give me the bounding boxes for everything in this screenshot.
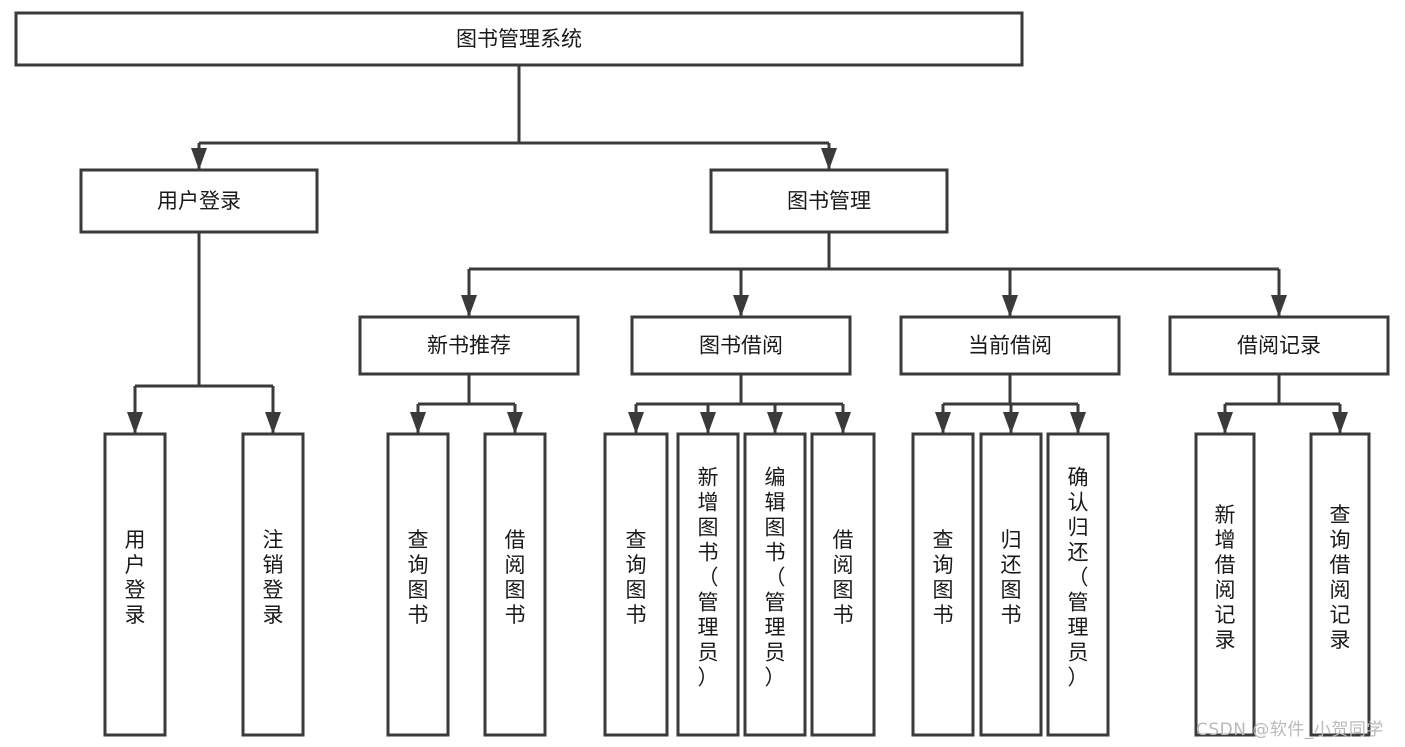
- node-box-query-book-2[interactable]: [603, 432, 669, 737]
- arrow-icon-borrow-record: [1271, 295, 1287, 317]
- node-box-user-login[interactable]: [79, 168, 319, 234]
- node-label-user-login: 用户登录: [157, 189, 241, 213]
- node-label-user-login-do: 用户登录: [125, 528, 146, 627]
- arrow-icon-book-manage: [821, 148, 837, 170]
- arrow-icon-borrow-book-1: [507, 412, 523, 434]
- arrow-icon-query-book-2: [628, 412, 644, 434]
- node-new-book-recommend[interactable]: 新书推荐: [358, 315, 580, 376]
- node-box-borrow-book-2[interactable]: [810, 432, 876, 737]
- node-return-book[interactable]: 归还图书: [979, 432, 1043, 737]
- arrow-icon-current-borrow: [1002, 295, 1018, 317]
- node-confirm-return-admin[interactable]: 确认归还（管理员）: [1046, 432, 1110, 737]
- node-query-book-2[interactable]: 查询图书: [603, 432, 669, 737]
- node-box-user-logout[interactable]: [241, 432, 305, 737]
- arrow-icon-user-login-do: [127, 412, 143, 434]
- node-query-book-1[interactable]: 查询图书: [386, 432, 450, 737]
- node-root[interactable]: 图书管理系统: [14, 11, 1024, 67]
- node-borrow-book-2[interactable]: 借阅图书: [810, 432, 876, 737]
- arrow-icon-return-book: [1003, 412, 1019, 434]
- node-box-root[interactable]: [14, 11, 1024, 67]
- node-label-borrow-book-2: 借阅图书: [833, 528, 854, 627]
- node-box-user-login-do[interactable]: [103, 432, 167, 737]
- node-label-query-book-1: 查询图书: [408, 528, 429, 627]
- node-box-book-manage[interactable]: [709, 168, 949, 234]
- node-label-edit-book-admin: 编辑图书（管理员）: [765, 466, 786, 690]
- node-label-book-manage: 图书管理: [787, 189, 871, 213]
- node-box-query-borrow-record[interactable]: [1309, 432, 1371, 737]
- node-label-add-borrow-record: 新增借阅记录: [1215, 503, 1236, 652]
- node-book-manage[interactable]: 图书管理: [709, 168, 949, 234]
- node-label-add-book-admin: 新增图书（管理员）: [698, 466, 719, 690]
- arrow-icon-borrow-book-2: [835, 412, 851, 434]
- node-box-borrow-book-1[interactable]: [483, 432, 547, 737]
- connector-layer: [127, 65, 1348, 434]
- node-label-confirm-return-admin: 确认归还（管理员）: [1068, 466, 1089, 690]
- node-user-login-do[interactable]: 用户登录: [103, 432, 167, 737]
- arrow-icon-query-book-1: [410, 412, 426, 434]
- node-label-query-book-2: 查询图书: [626, 528, 647, 627]
- node-layer: 用户登录用户登录注销登录查询图书借阅图书查询图书新增图书（管理员）编辑图书（管理…: [14, 11, 1390, 737]
- arrow-icon-user-logout: [265, 412, 281, 434]
- node-box-add-borrow-record[interactable]: [1194, 432, 1256, 737]
- node-label-root: 图书管理系统: [456, 27, 582, 51]
- node-box-return-book[interactable]: [979, 432, 1043, 737]
- node-box-edit-book-admin[interactable]: [743, 432, 807, 737]
- node-add-borrow-record[interactable]: 新增借阅记录: [1194, 432, 1256, 737]
- arrow-icon-new-book-recommend: [461, 295, 477, 317]
- node-book-borrow[interactable]: 图书借阅: [630, 315, 852, 376]
- arrow-icon-book-borrow: [733, 295, 749, 317]
- node-box-add-book-admin[interactable]: [676, 432, 740, 737]
- arrow-icon-edit-book-admin: [767, 412, 783, 434]
- node-borrow-book-1[interactable]: 借阅图书: [483, 432, 547, 737]
- arrow-icon-confirm-return-admin: [1070, 412, 1086, 434]
- node-query-borrow-record[interactable]: 查询借阅记录: [1309, 432, 1371, 737]
- node-label-book-borrow: 图书借阅: [699, 334, 783, 358]
- node-label-query-book-3: 查询图书: [933, 528, 954, 627]
- node-user-logout[interactable]: 注销登录: [241, 432, 305, 737]
- node-label-current-borrow: 当前借阅: [968, 334, 1052, 358]
- arrow-icon-query-borrow-record: [1332, 412, 1348, 434]
- node-box-borrow-record[interactable]: [1168, 315, 1390, 376]
- node-box-book-borrow[interactable]: [630, 315, 852, 376]
- node-borrow-record[interactable]: 借阅记录: [1168, 315, 1390, 376]
- node-user-login[interactable]: 用户登录: [79, 168, 319, 234]
- node-label-borrow-book-1: 借阅图书: [505, 528, 526, 627]
- node-label-new-book-recommend: 新书推荐: [427, 334, 511, 358]
- node-box-current-borrow[interactable]: [899, 315, 1121, 376]
- arrow-icon-query-book-3: [935, 412, 951, 434]
- node-current-borrow[interactable]: 当前借阅: [899, 315, 1121, 376]
- node-box-confirm-return-admin[interactable]: [1046, 432, 1110, 737]
- arrow-icon-user-login: [191, 148, 207, 170]
- node-label-query-borrow-record: 查询借阅记录: [1330, 503, 1351, 652]
- node-box-new-book-recommend[interactable]: [358, 315, 580, 376]
- arrow-icon-add-book-admin: [700, 412, 716, 434]
- node-label-user-logout: 注销登录: [263, 528, 284, 627]
- node-box-query-book-3[interactable]: [911, 432, 975, 737]
- node-box-query-book-1[interactable]: [386, 432, 450, 737]
- node-label-borrow-record: 借阅记录: [1237, 334, 1321, 358]
- node-label-return-book: 归还图书: [1001, 528, 1022, 627]
- arrow-icon-add-borrow-record: [1217, 412, 1233, 434]
- node-edit-book-admin[interactable]: 编辑图书（管理员）: [743, 432, 807, 737]
- node-query-book-3[interactable]: 查询图书: [911, 432, 975, 737]
- node-add-book-admin[interactable]: 新增图书（管理员）: [676, 432, 740, 737]
- csdn-watermark: CSDN @软件_小贺同学: [1196, 720, 1384, 740]
